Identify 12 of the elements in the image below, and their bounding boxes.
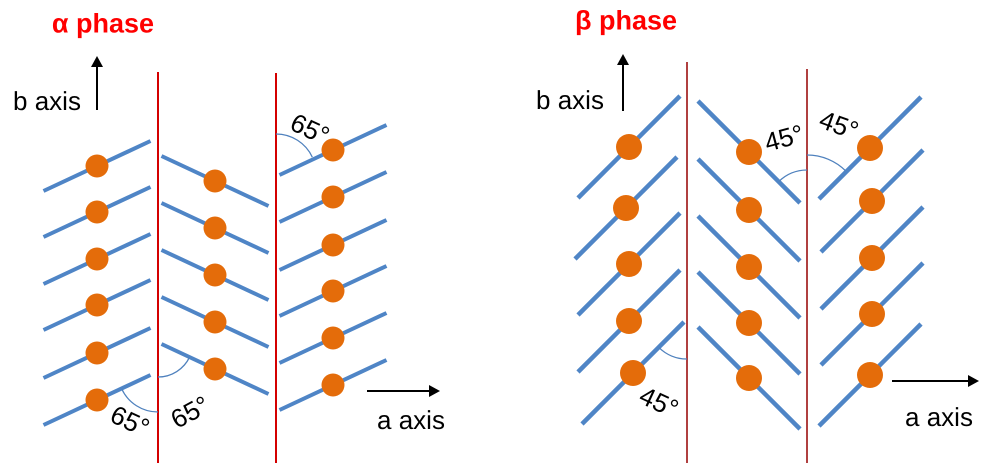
angle-label: 45°	[762, 120, 806, 156]
angle-label: 65°	[106, 400, 154, 442]
angle-label: 45°	[816, 106, 862, 144]
angle-label: 65°	[166, 391, 214, 433]
axis-label: b axis	[13, 88, 81, 114]
axis-label: a axis	[377, 407, 445, 433]
angle-label: 45°	[636, 382, 682, 422]
axis-label: b axis	[536, 87, 604, 113]
axis-label: a axis	[905, 404, 973, 430]
phase-title: β phase	[575, 8, 677, 34]
angle-label: 65°	[286, 108, 334, 150]
phase-title: α phase	[52, 10, 154, 38]
